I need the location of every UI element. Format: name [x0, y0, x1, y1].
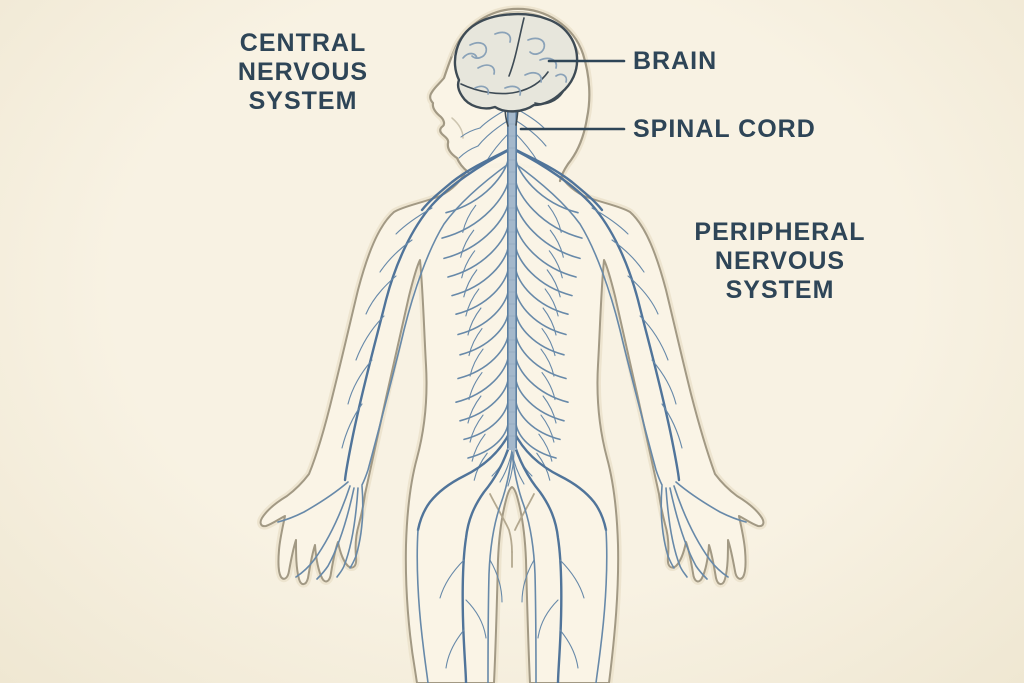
label-brain: BRAIN	[633, 47, 718, 75]
brain	[453, 12, 579, 127]
label-spinal-cord: SPINAL CORD	[633, 115, 816, 143]
peripheral-nerves	[277, 107, 747, 683]
cns-line-1: CENTRAL	[239, 29, 367, 57]
spinal-cord	[507, 102, 517, 450]
brain-gyri	[462, 31, 568, 96]
pns-line-3: SYSTEM	[725, 276, 835, 304]
pns-line-1: PERIPHERAL	[694, 218, 866, 246]
label-peripheral-nervous-system: PERIPHERAL NERVOUS SYSTEM	[685, 218, 875, 305]
cns-line-2: NERVOUS	[237, 58, 369, 86]
label-central-nervous-system: CENTRAL NERVOUS SYSTEM	[205, 29, 401, 116]
pns-line-2: NERVOUS	[714, 247, 846, 275]
cns-line-3: SYSTEM	[248, 87, 358, 115]
